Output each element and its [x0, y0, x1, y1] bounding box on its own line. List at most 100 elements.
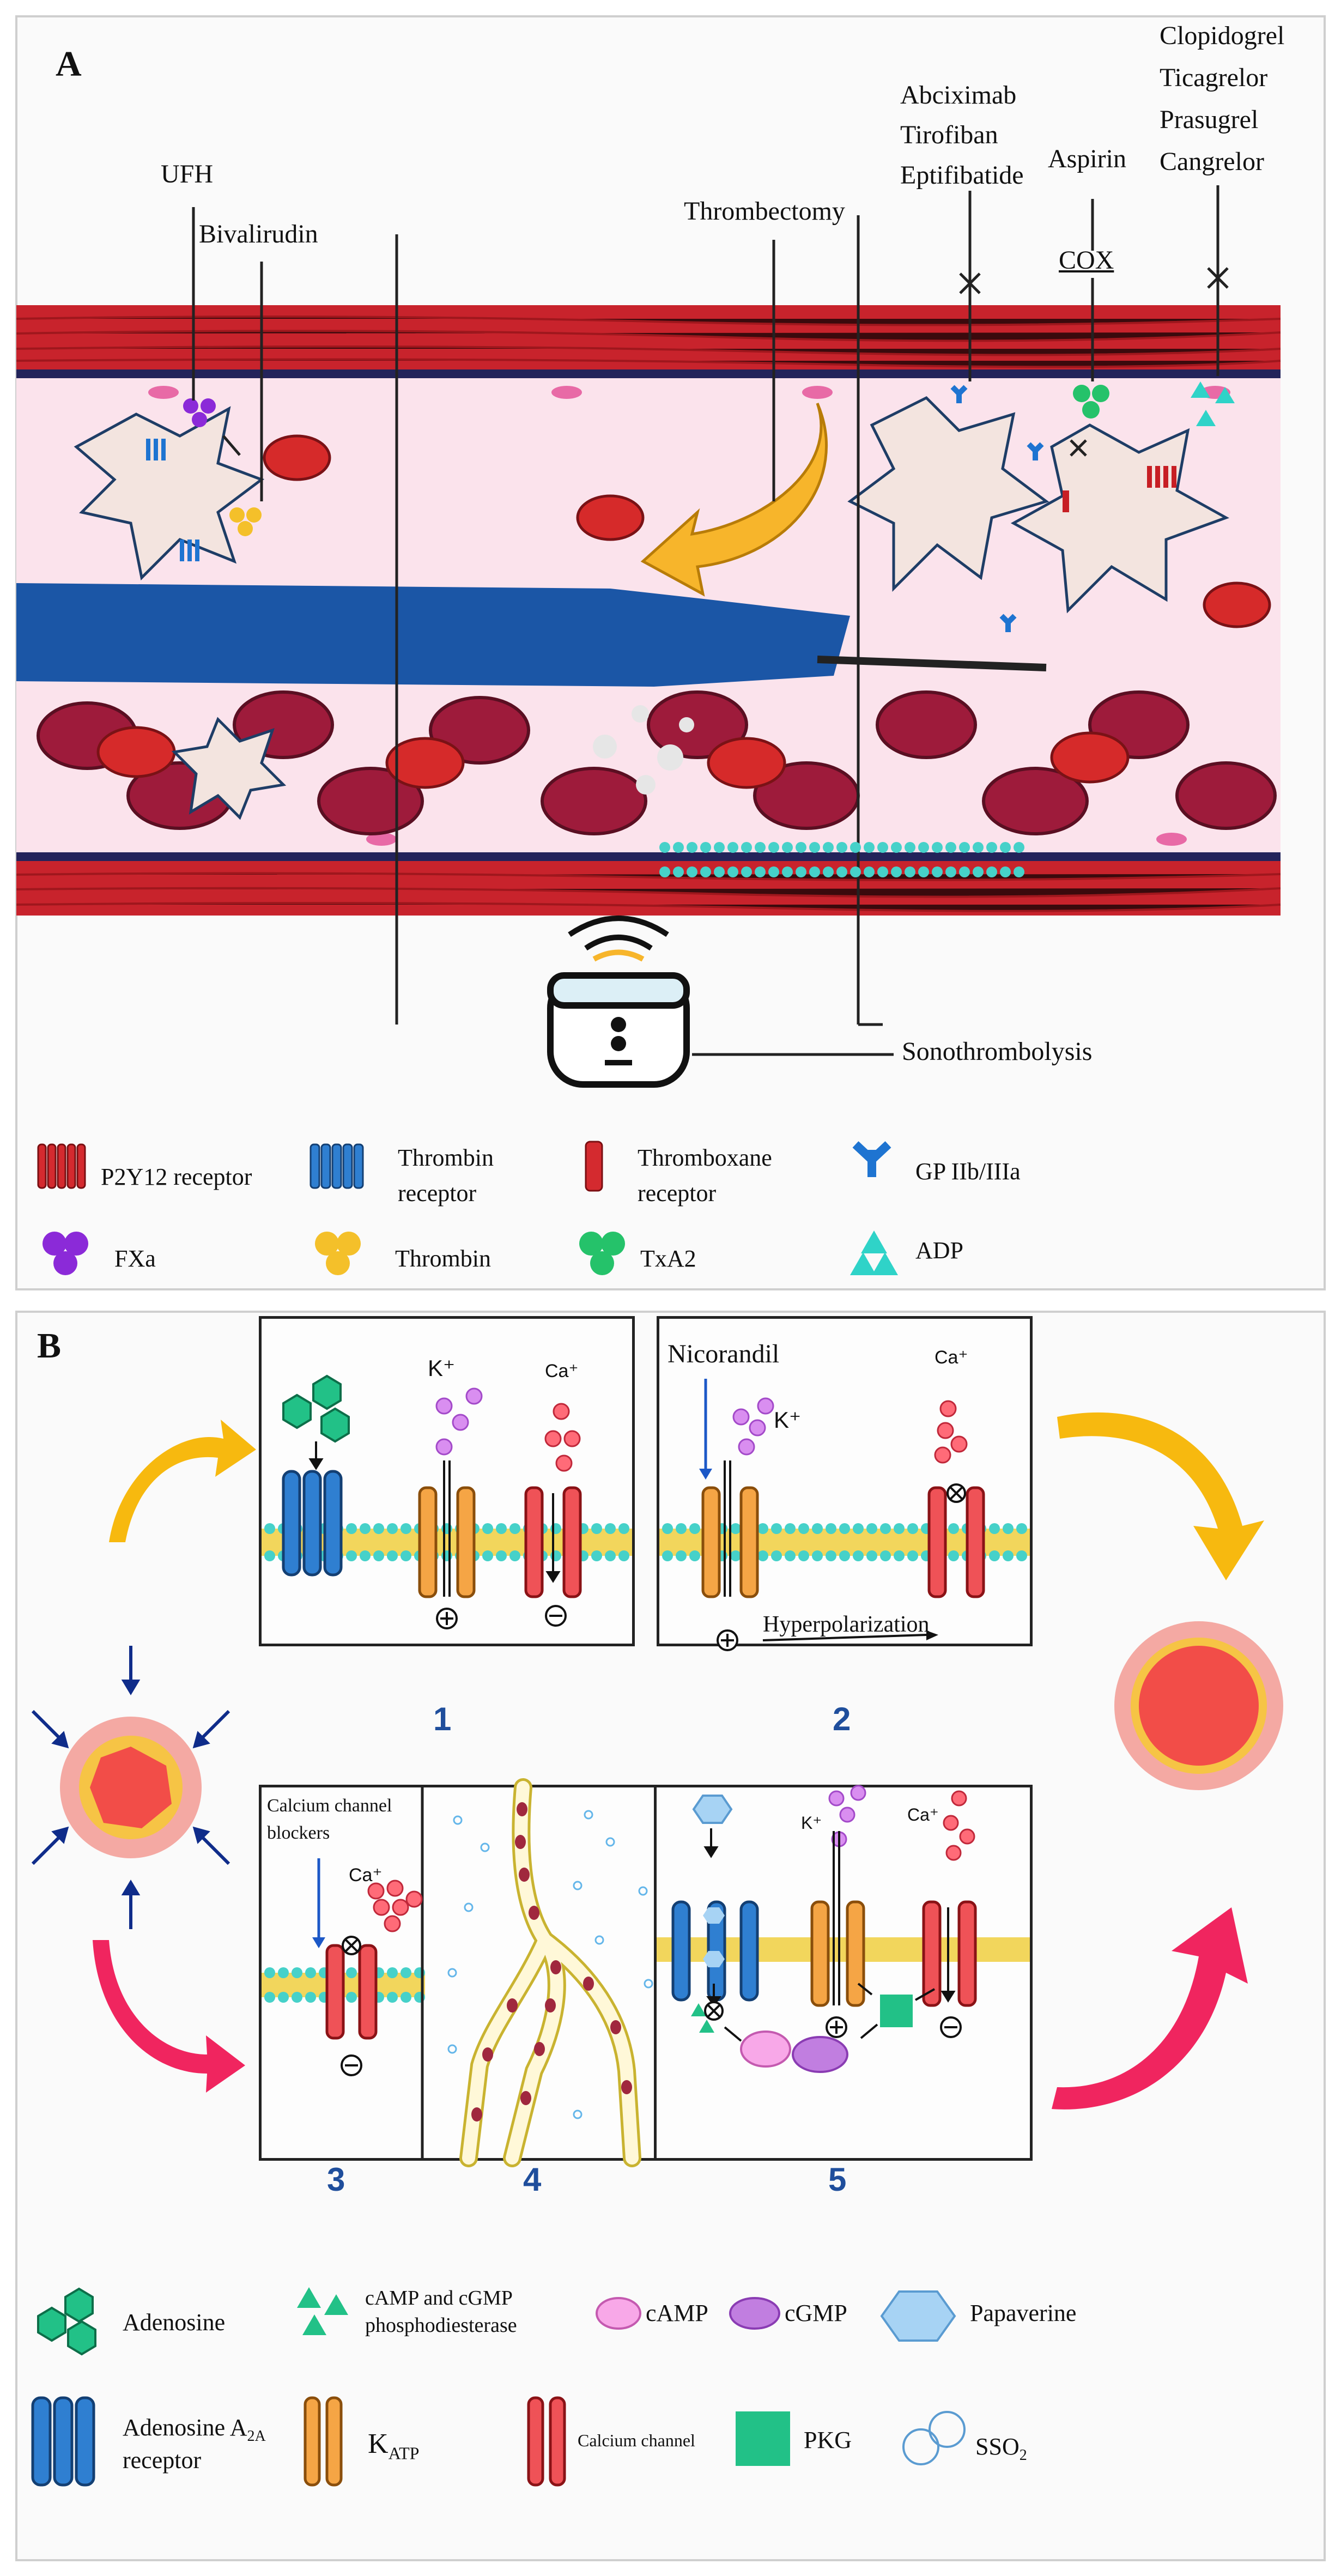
catheter [16, 583, 850, 687]
legend-thrombin: Thrombin [395, 1245, 491, 1272]
constricted-vessel [60, 1717, 202, 1858]
pink-curved-arrow-right [1052, 1907, 1248, 2110]
legend-calcium-channel-icon [527, 2396, 566, 2487]
legend-sso2: SSO2 [975, 2430, 1027, 2466]
legend-pde-2: phosphodiesterase [365, 2314, 517, 2337]
box2-ca-label: Ca⁺ [935, 1347, 968, 1368]
legend-a2a-receptor-icon [31, 2396, 95, 2487]
legend-camp: cAMP [646, 2300, 708, 2326]
legend-adp: ADP [915, 1237, 964, 1264]
legend-cgmp: cGMP [785, 2300, 847, 2326]
box5-k-label: K⁺ [801, 1813, 822, 1833]
legend-katp: KATP [368, 2425, 419, 2465]
mechanism-number-2: 2 [833, 1701, 851, 1737]
legend-a-icons [37, 1141, 898, 1275]
yellow-curved-arrow-left [109, 1420, 256, 1542]
ccb-label-1: Calcium channel [267, 1796, 392, 1816]
mechanism-number-1: 1 [433, 1701, 452, 1737]
ccb-label-2: blockers [267, 1823, 330, 1843]
yellow-curved-arrow-right [1057, 1412, 1264, 1580]
legend-papaverine-icon [880, 2290, 956, 2342]
pink-curved-arrow-left [93, 1940, 245, 2093]
legend-a2a-line2: receptor [123, 2447, 202, 2474]
txa2-molecule [1073, 385, 1109, 419]
dilated-vessel [1114, 1621, 1283, 1790]
cox-label: COX [1059, 246, 1114, 275]
legend-a2a-text: Adenosine A [123, 2414, 247, 2441]
legend-papaverine: Papaverine [970, 2300, 1077, 2326]
legend-pkg: PKG [804, 2427, 852, 2453]
box3-ca-label: Ca⁺ [349, 1865, 383, 1886]
adp-icon [850, 1231, 898, 1275]
p2y12-inhibitor-4: Cangrelor [1160, 147, 1264, 176]
camp-molecule [740, 2031, 791, 2068]
legend-thrombin-receptor-1: Thrombin [398, 1144, 494, 1171]
calcium-channel-1 [524, 1486, 582, 1598]
legend-sso2-sub: 2 [1019, 2446, 1027, 2464]
legend-pde-1: cAMP and cGMP [365, 2287, 513, 2310]
hyperpolarization-label: Hyperpolarization [763, 1612, 930, 1637]
papaverine-molecule [692, 1795, 733, 1824]
legend-cgmp-icon [729, 2297, 780, 2330]
legend-a2a-line1: Adenosine A2A [123, 2411, 266, 2447]
p2y12-inhibitor-3: Prasugrel [1160, 105, 1259, 134]
bivalirudin-label: Bivalirudin [199, 220, 318, 248]
legend-adenosine: Adenosine [123, 2309, 226, 2336]
aspirin-label: Aspirin [1048, 144, 1126, 173]
legend-sso2-icon [902, 2411, 966, 2465]
adenosine-molecule-1 [282, 1374, 350, 1443]
box5-ca-label: Ca⁺ [907, 1805, 939, 1825]
p2y12-inhibitor-2: Ticagrelor [1160, 63, 1268, 92]
thrombin-icon [315, 1232, 361, 1275]
nicorandil-label: Nicorandil [668, 1339, 780, 1368]
gp-inhibitor-1: Abciximab [900, 81, 1017, 110]
cgmp-molecule [792, 2036, 848, 2073]
legend-thromboxane-1: Thromboxane [638, 1144, 772, 1171]
gp-iib-iiia-icon [852, 1141, 891, 1177]
legend-camp-icon [596, 2297, 641, 2330]
txa2-icon [579, 1232, 625, 1275]
platelet-left [74, 406, 265, 581]
legend-adenosine-icon [37, 2287, 96, 2356]
thrombectomy-label: Thrombectomy [684, 197, 845, 226]
fxa-molecule [183, 398, 216, 427]
legend-txa2: TxA2 [640, 1245, 696, 1272]
katp-channel-1 [418, 1486, 476, 1598]
gp-inhibitor-3: Eptifibatide [900, 161, 1024, 190]
legend-pkg-icon [736, 2411, 790, 2466]
panel-b-letter: B [37, 1326, 62, 1366]
legend-thromboxane-2: receptor [638, 1180, 717, 1207]
box1-ca-label: Ca⁺ [545, 1361, 579, 1381]
legend-a2a-sub: 2A [247, 2427, 266, 2445]
legend-thrombin-receptor-2: receptor [398, 1180, 477, 1207]
panel-a-letter: A [56, 44, 82, 84]
pkg-molecule [880, 1995, 913, 2027]
legend-fxa: FXa [114, 1245, 156, 1272]
legend-p2y12: P2Y12 receptor [101, 1163, 252, 1190]
p2y12-inhibitor-1: Clopidogrel [1160, 21, 1285, 50]
platelet-right-1 [847, 396, 1049, 592]
legend-katp-sub: ATP [388, 2443, 420, 2463]
thrombin-receptor-icon [310, 1143, 364, 1189]
ufh-label: UFH [161, 160, 214, 189]
thromboxane-receptor-icon [585, 1141, 603, 1192]
box2-k-label: K⁺ [774, 1407, 802, 1433]
vessel-illustration [16, 185, 1281, 1088]
legend-pde-icon [297, 2287, 348, 2335]
thrombectomy-arrow [640, 403, 828, 597]
adp-molecule [1191, 381, 1235, 426]
mechanism-number-3: 3 [327, 2161, 345, 2198]
p2y12-receptor-icon [37, 1143, 86, 1189]
legend-sso2-text: SSO [975, 2433, 1020, 2460]
ultrasound-device [547, 916, 690, 1088]
legend-katp-icon [304, 2396, 343, 2487]
fxa-icon [43, 1232, 88, 1275]
box1-k-label: K⁺ [428, 1355, 456, 1381]
thrombin-molecule [229, 507, 262, 536]
legend-katp-text: K [368, 2428, 389, 2459]
mechanism-number-5: 5 [828, 2161, 847, 2198]
legend-calcium-channel: Calcium channel [578, 2430, 695, 2450]
gp-inhibitor-2: Tirofiban [900, 120, 998, 149]
membrane-box-5 [657, 842, 1030, 1962]
